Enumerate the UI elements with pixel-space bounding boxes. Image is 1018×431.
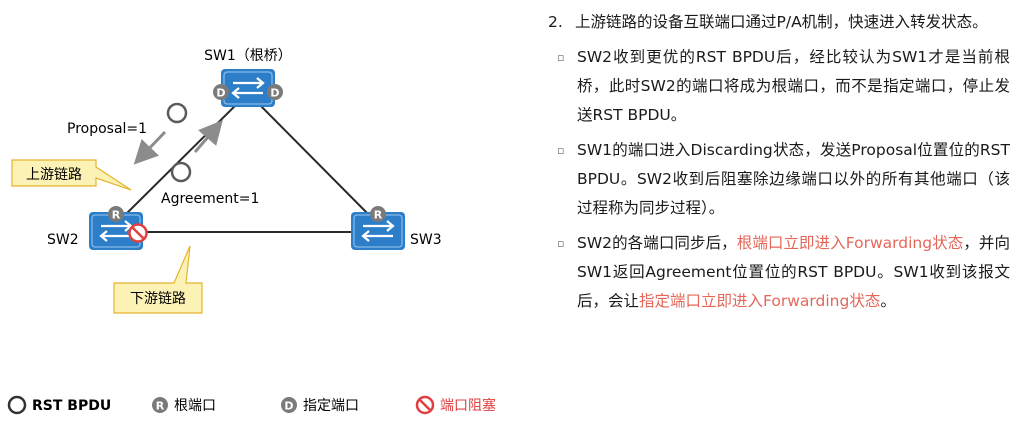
sw2-root-port: R [108, 206, 124, 222]
legend-root-port-icon [152, 397, 168, 413]
legend-bpdu-icon [7, 395, 27, 415]
sw3-root-port: R [370, 206, 386, 222]
root-badge-text: R [374, 209, 383, 222]
upstream-callout: 上游链路 [11, 159, 132, 191]
legend-designated-port-icon [281, 397, 297, 413]
explanation-panel: 2. 上游链路的设备互联端口通过P/A机制，快速进入转发状态。 ▫ SW2收到更… [548, 8, 1010, 316]
root-badge-text: R [156, 400, 165, 413]
rstp-diagram: 上游链路 下游链路 Proposal=1 Agreement=1 SW1（根桥）… [7, 48, 496, 415]
bullet-text: SW2的各端口同步后，根端口立即进入Forwarding状态，并向SW1返回Ag… [577, 229, 1010, 316]
bullet-text: SW2收到更优的RST BPDU后，经比较认为SW1才是当前根桥，此时SW2的端… [577, 43, 1010, 130]
agreement-label: Agreement=1 [161, 191, 259, 207]
upstream-label: 上游链路 [26, 167, 82, 183]
bullet-square-icon: ▫ [557, 144, 565, 157]
sw1-switch-icon [221, 69, 275, 107]
designated-badge-text: D [270, 87, 279, 100]
legend-bpdu-label: RST BPDU [32, 398, 111, 414]
downstream-callout: 下游链路 [113, 245, 203, 314]
highlight-designated-port-forwarding: 指定端口立即进入Forwarding状态 [639, 292, 881, 310]
proposal-arrow [133, 130, 167, 165]
sw1-designated-port-left: D [213, 84, 229, 100]
sw1-designated-port-right: D [267, 84, 283, 100]
legend-blocked-icon [415, 395, 435, 415]
bpdu-agreement-icon [170, 161, 192, 183]
proposal-label: Proposal=1 [67, 121, 147, 137]
downstream-label: 下游链路 [130, 291, 186, 307]
agreement-arrow [193, 119, 223, 153]
legend-blocked-label: 端口阻塞 [440, 397, 496, 414]
bullet-item: ▫ SW2收到更优的RST BPDU后，经比较认为SW1才是当前根桥，此时SW2… [548, 43, 1010, 130]
designated-badge-text: D [216, 87, 225, 100]
designated-badge-text: D [284, 400, 293, 413]
bullet-square-icon: ▫ [557, 51, 565, 64]
bullet-text-part: SW1的端口进入Discarding状态，发送Proposal位置位的RST B… [577, 141, 1010, 217]
bpdu-proposal-icon [166, 102, 188, 124]
highlight-root-port-forwarding: 根端口立即进入Forwarding状态 [736, 234, 964, 252]
bullet-text-part: SW2收到更优的RST BPDU后，经比较认为SW1才是当前根桥，此时SW2的端… [577, 48, 1010, 124]
legend: RST BPDU R 根端口 D 指定端口 端口阻塞 [7, 395, 496, 415]
upstream-link [115, 92, 249, 225]
link-sw1-sw3 [247, 92, 379, 225]
bullet-item: ▫ SW2的各端口同步后，根端口立即进入Forwarding状态，并向SW1返回… [548, 229, 1010, 316]
bullet-text-part: 。 [880, 292, 896, 310]
step-title: 上游链路的设备互联端口通过P/A机制，快速进入转发状态。 [575, 13, 988, 31]
step-number: 2. [548, 13, 563, 31]
sw1-label: SW1（根桥） [204, 48, 292, 64]
legend-designated-port-label: 指定端口 [303, 398, 359, 414]
legend-root-port-label: 根端口 [174, 398, 216, 414]
bullet-text-part: ，并向SW1返回Agreement位置位的RST BPDU。SW1收到该报文后，… [577, 234, 1010, 310]
bullet-item: ▫ SW1的端口进入Discarding状态，发送Proposal位置位的RST… [548, 136, 1010, 223]
sw2-label: SW2 [47, 232, 79, 248]
bullet-text-part: SW2的各端口同步后， [577, 234, 737, 252]
bullet-text: SW1的端口进入Discarding状态，发送Proposal位置位的RST B… [577, 136, 1010, 223]
sw3-label: SW3 [410, 232, 442, 248]
sw2-blocked-port-icon [128, 223, 148, 243]
bullet-square-icon: ▫ [557, 237, 565, 250]
root-badge-text: R [112, 209, 121, 222]
step-heading: 2. 上游链路的设备互联端口通过P/A机制，快速进入转发状态。 [548, 8, 1010, 37]
